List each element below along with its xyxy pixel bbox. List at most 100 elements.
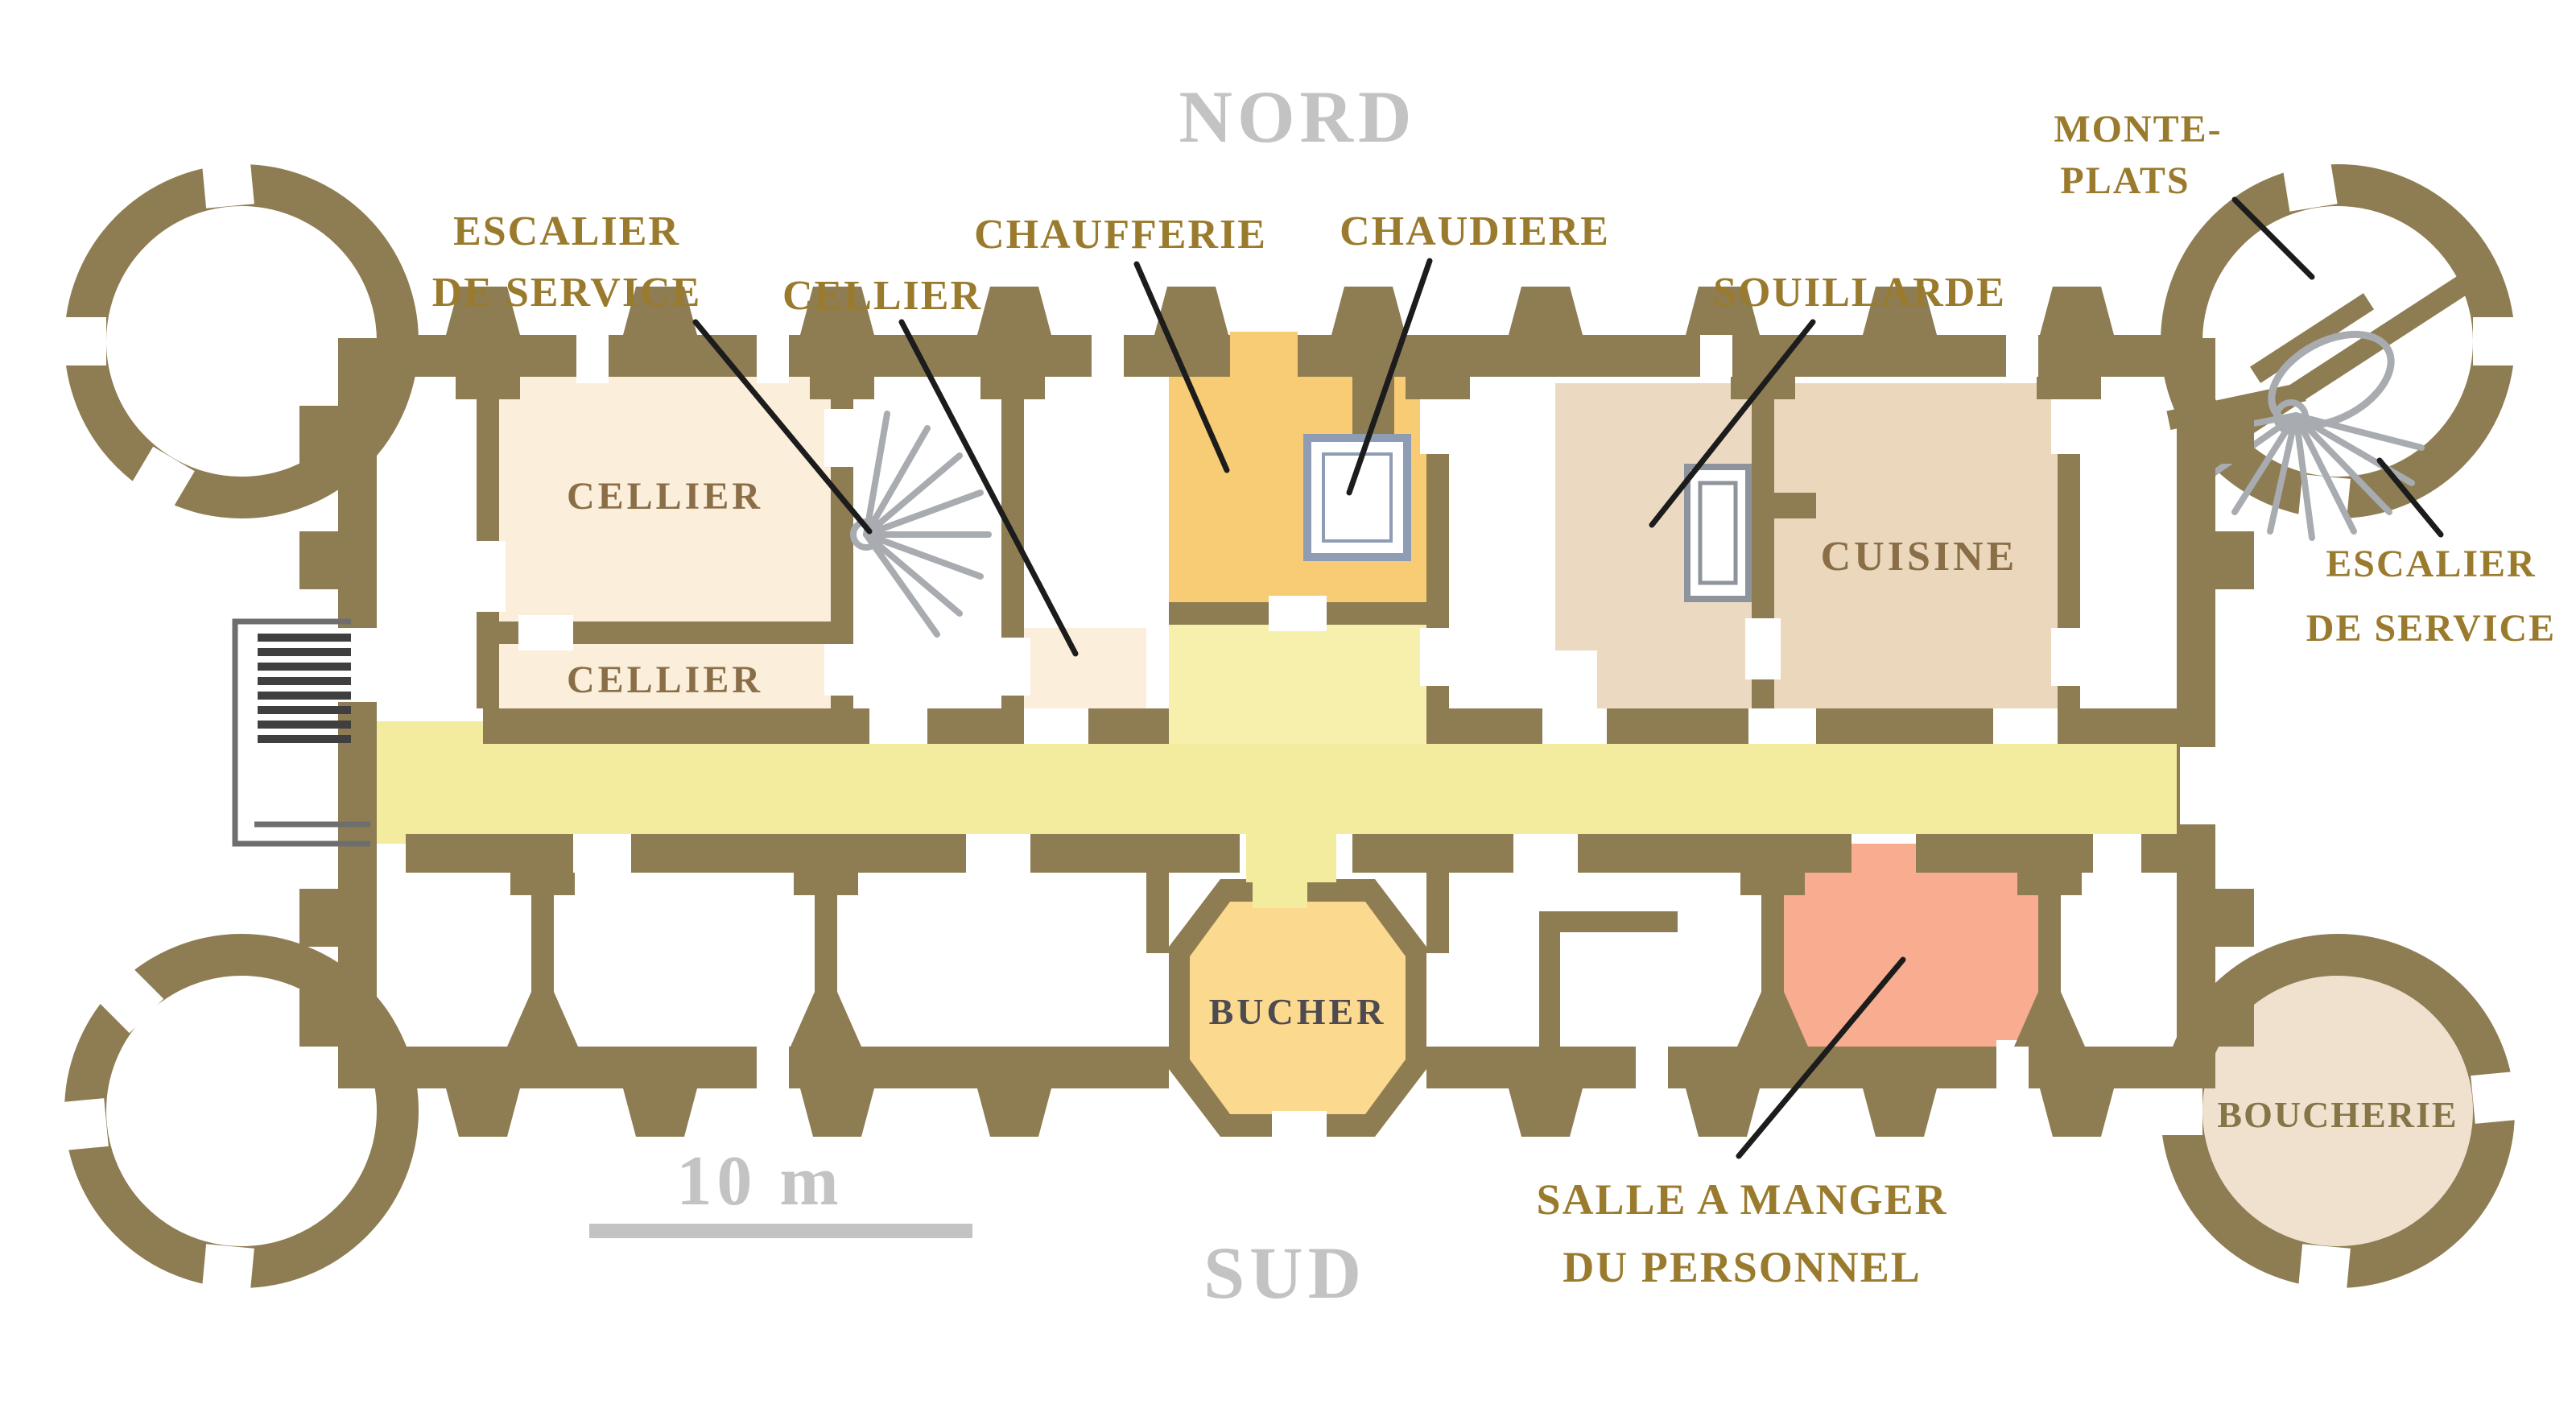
scale-label: 10 m: [676, 1142, 843, 1220]
wall-segment: [2141, 834, 2177, 873]
chaufferie-north-door: [1230, 332, 1298, 380]
window-gap: [1092, 328, 1124, 383]
wall-pilaster: [2215, 889, 2254, 947]
wall-pilaster: [299, 406, 338, 464]
window-gap: [2006, 328, 2038, 383]
wall-pilaster: [2215, 406, 2254, 464]
scale-bar: [589, 1224, 972, 1238]
wall-segment: [1088, 708, 1169, 744]
window-gap: [757, 328, 789, 383]
door-gap: [1745, 618, 1781, 679]
callout-monte-plats-1: MONTE-: [2054, 108, 2222, 151]
callout-souillarde: SOUILLARDE: [1713, 270, 2006, 316]
door-gap: [2051, 396, 2087, 454]
window-gap: [576, 328, 609, 383]
wall-knob: [2017, 873, 2082, 895]
exterior-stair-icon: [232, 618, 370, 847]
door-gap: [1269, 596, 1327, 631]
room-cuisine: [1774, 383, 2058, 708]
wall-knob: [980, 377, 1045, 399]
sink-box: [1684, 464, 1752, 602]
door-gap: [1420, 396, 1455, 454]
door-gap: [518, 615, 573, 650]
partition: [1426, 873, 1449, 953]
wall-foot: [1737, 992, 1808, 1047]
wall-opening: [92, 961, 164, 1034]
leader-escalier-left: [692, 319, 873, 535]
leader-escalier-right: [2376, 457, 2444, 538]
door-gap: [995, 638, 1030, 696]
souillarde-notch: [1555, 650, 1597, 708]
wall-pilaster: [2215, 989, 2254, 1047]
wall-knob: [810, 377, 874, 399]
wall-segment: [1816, 708, 1993, 744]
window-gap: [1636, 1040, 1668, 1095]
north-wall: [406, 287, 2177, 383]
room-boucherie: [2202, 976, 2473, 1246]
wall-segment: [1578, 834, 1852, 873]
sink-inner: [1698, 481, 1738, 585]
wall-knob: [794, 873, 858, 895]
leader-cellier: [898, 319, 1079, 657]
east-wall: [2177, 338, 2254, 1088]
callout-cellier: CELLIER: [782, 273, 982, 319]
wall-segment: [2177, 338, 2215, 1088]
partition: [1146, 873, 1169, 953]
tower-northeast: [2161, 154, 2524, 541]
wall-segment: [406, 834, 573, 873]
room-label-cuisine: CUISINE: [1821, 534, 2018, 580]
compass-south: SUD: [1203, 1232, 1366, 1314]
wall-pilaster: [299, 889, 338, 947]
bucher-door-north: [1253, 876, 1307, 908]
wall-opening: [2297, 474, 2351, 529]
callout-escalier-right-1: ESCALIER: [2326, 543, 2536, 585]
boiler-inner: [1322, 452, 1393, 543]
inner-room-wall: [1539, 911, 1678, 932]
tower-southeast-boucherie: [2151, 934, 2527, 1300]
room-label-bucher: BUCHER: [1209, 991, 1387, 1032]
bucher-entry-hall: [1246, 834, 1336, 882]
wall-opening: [2297, 1244, 2351, 1300]
wall-pilaster: [2215, 531, 2254, 589]
labels: NORD SUD 10 m ESCALIER DE SERVICE CELLIE…: [432, 76, 2556, 1314]
wall-segment: [2058, 708, 2177, 744]
door-gap: [1420, 628, 1455, 686]
callout-escalier-left-2: DE SERVICE: [432, 270, 702, 316]
compass-north: NORD: [1179, 76, 1417, 158]
callout-chaudiere: CHAUDIERE: [1340, 209, 1610, 254]
wall-foot: [791, 992, 861, 1047]
wall-knob: [510, 873, 575, 895]
door-gap: [2051, 628, 2087, 686]
bucher-floor: [1190, 902, 1406, 1114]
wall-opening: [52, 1098, 109, 1151]
partitions-south-band: [507, 873, 2085, 1047]
wall-knob: [1406, 377, 1470, 399]
wall-segment: [1916, 834, 2093, 873]
inner-room-wall: [1539, 911, 1560, 1047]
door-gap: [470, 541, 506, 612]
wall-pilaster: [299, 989, 338, 1047]
callout-escalier-right-2: DE SERVICE: [2306, 607, 2556, 650]
fan-stair-icon: [850, 411, 992, 638]
wall-knob: [1740, 873, 1805, 895]
corridor-north-wall: [483, 708, 2177, 744]
wall-segment: [1030, 834, 1240, 873]
wall-opening: [127, 446, 195, 515]
callout-escalier-left-1: ESCALIER: [453, 209, 680, 254]
wall-opening: [201, 152, 254, 209]
leader-souillarde: [1649, 319, 1816, 528]
callout-salle-2: DU PERSONNEL: [1563, 1243, 1922, 1291]
window-gap: [1996, 1040, 2029, 1095]
window-gap: [757, 1040, 789, 1095]
bucher-door-south: [1272, 1111, 1327, 1140]
door-gap: [824, 409, 860, 467]
wall-opening: [201, 1244, 254, 1300]
corridor-south-wall: [406, 834, 2177, 873]
leader-monte-plats: [2231, 196, 2315, 280]
wall-knob: [456, 377, 520, 399]
wall-foot: [2014, 992, 2085, 1047]
room-bucher-octagon: [1169, 834, 1426, 1140]
callout-chaufferie: CHAUFFERIE: [974, 212, 1267, 258]
wall-segment: [1352, 834, 1513, 873]
